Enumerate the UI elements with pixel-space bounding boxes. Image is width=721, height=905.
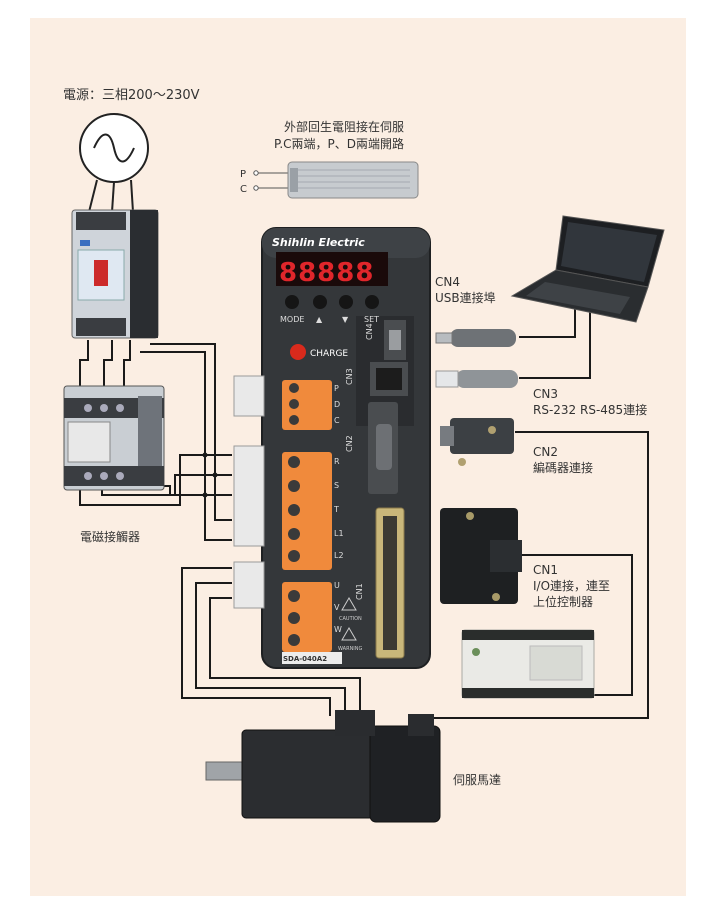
set-button[interactable] bbox=[365, 295, 379, 309]
regen-note-line2: P.C兩端，P、D兩端開路 bbox=[274, 137, 405, 151]
term-t: T bbox=[333, 505, 339, 514]
regen-note-line1: 外部回生電阻接在伺服 bbox=[284, 120, 405, 134]
cn3-title: CN3 bbox=[533, 387, 558, 401]
ac-source-icon bbox=[79, 113, 149, 213]
port-cn2: CN2 bbox=[345, 435, 354, 452]
term-l2: L2 bbox=[334, 551, 344, 560]
drive-display: 88888 bbox=[279, 258, 374, 288]
terminal-plugs bbox=[233, 375, 265, 609]
btn-label-down: ▼ bbox=[342, 315, 349, 324]
term-s: S bbox=[334, 481, 339, 490]
terminal-screws bbox=[288, 383, 300, 646]
term-d: D bbox=[334, 400, 340, 409]
port-cn3: CN3 bbox=[345, 368, 354, 385]
down-button[interactable] bbox=[339, 295, 353, 309]
regen-c-label: C bbox=[240, 184, 247, 195]
regen-resistor bbox=[287, 161, 419, 199]
warning-text: WARNING bbox=[338, 646, 363, 652]
port-cn4: CN4 bbox=[365, 323, 374, 340]
drive-buttons bbox=[285, 295, 379, 309]
magnetic-contactor bbox=[63, 385, 165, 491]
circuit-breaker bbox=[71, 209, 159, 339]
usb-cable-icon bbox=[435, 329, 516, 347]
caution-text: CAUTION bbox=[339, 616, 362, 622]
encoder-connector-icon bbox=[440, 418, 514, 466]
cn1-desc-line1: I/O連接，連至 bbox=[533, 579, 611, 593]
charge-label: CHARGE bbox=[310, 349, 348, 359]
regen-p-label: P bbox=[240, 169, 246, 180]
warning-icon: WARNING bbox=[338, 627, 363, 652]
cn1-title: CN1 bbox=[533, 563, 558, 577]
regen-leads bbox=[253, 170, 288, 191]
plc-controller-icon bbox=[461, 629, 595, 699]
power-source-label: 電源：三相200～230V bbox=[63, 88, 200, 103]
caution-icon: CAUTION bbox=[339, 597, 362, 622]
laptop-icon bbox=[510, 215, 665, 323]
btn-label-set: SET bbox=[364, 315, 379, 324]
mode-button[interactable] bbox=[285, 295, 299, 309]
cn2-desc: 編碼器連接 bbox=[533, 461, 594, 475]
cn4-title: CN4 bbox=[435, 275, 460, 289]
motor-label: 伺服馬達 bbox=[453, 773, 502, 787]
drive-brand: Shihlin Electric bbox=[272, 236, 365, 249]
btn-label-up: ▲ bbox=[316, 315, 323, 324]
term-p: P bbox=[334, 384, 339, 393]
term-w: W bbox=[334, 625, 342, 634]
cn4-desc: USB連接埠 bbox=[435, 291, 496, 305]
up-button[interactable] bbox=[313, 295, 327, 309]
btn-label-mode: MODE bbox=[280, 315, 304, 324]
contactor-label: 電磁接觸器 bbox=[80, 530, 141, 544]
servo-motor-icon bbox=[205, 710, 441, 823]
rj45-cable-icon bbox=[435, 370, 518, 388]
cn2-title: CN2 bbox=[533, 445, 558, 459]
term-r: R bbox=[334, 457, 340, 466]
term-c: C bbox=[334, 416, 340, 425]
term-u: U bbox=[334, 581, 340, 590]
term-v: V bbox=[334, 603, 340, 612]
port-cn1: CN1 bbox=[355, 583, 364, 600]
io-connector-icon bbox=[440, 508, 522, 604]
drive-model: SDA-040A2 bbox=[283, 655, 327, 663]
term-l1: L1 bbox=[334, 529, 344, 538]
cn3-desc: RS-232 RS-485連接 bbox=[533, 403, 648, 417]
cn1-desc-line2: 上位控制器 bbox=[533, 595, 594, 609]
